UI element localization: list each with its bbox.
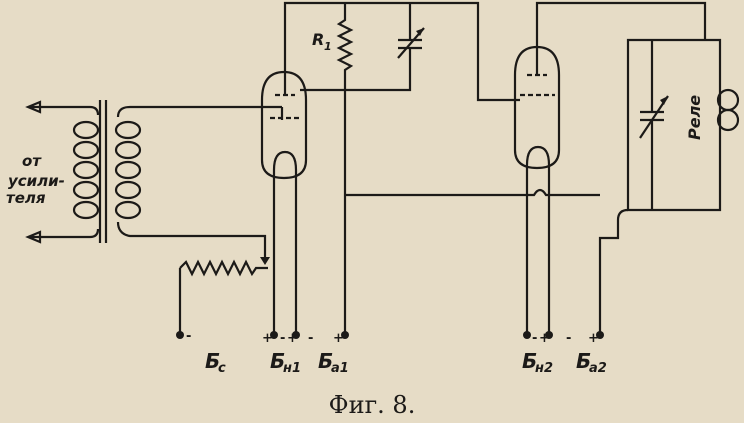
relay xyxy=(598,38,740,335)
terminal-label-ba1: Бa1 xyxy=(318,349,349,376)
vacuum-tube-1 xyxy=(260,1,520,335)
sign: - xyxy=(186,329,191,344)
resistor-r1 xyxy=(336,3,354,335)
terminal-label-bn2: Бн2 xyxy=(522,349,553,376)
figure-caption: Фиг. 8. xyxy=(329,391,416,419)
svg-text:Б: Б xyxy=(270,349,285,373)
variable-capacitor-1 xyxy=(345,3,425,92)
input-label-line3: теля xyxy=(6,189,46,207)
sign: + xyxy=(262,331,273,346)
sign: + xyxy=(287,331,298,346)
sign: - xyxy=(566,331,571,346)
sign: - xyxy=(532,331,537,346)
grid-potentiometer xyxy=(178,257,270,335)
vacuum-tube-2 xyxy=(513,1,707,335)
svg-text:a2: a2 xyxy=(589,361,607,376)
sign: + xyxy=(333,331,344,346)
svg-text:н1: н1 xyxy=(283,361,301,376)
terminal-label-bc: Бc xyxy=(205,349,226,376)
battery-terminals xyxy=(176,331,604,339)
sign: + xyxy=(588,331,599,346)
anode-bus-wire xyxy=(345,188,600,197)
svg-text:н2: н2 xyxy=(535,361,553,376)
terminal-label-ba2: Бa2 xyxy=(576,349,607,376)
input-transformer xyxy=(25,100,268,258)
svg-text:c: c xyxy=(218,361,226,376)
svg-text:Б: Б xyxy=(576,349,591,373)
sign: - xyxy=(308,331,313,346)
svg-text:a1: a1 xyxy=(331,361,349,376)
sign: + xyxy=(539,331,550,346)
r1-label: R xyxy=(312,30,324,49)
relay-label: Реле xyxy=(685,95,704,140)
svg-text:Б: Б xyxy=(205,349,220,373)
r1-subscript: 1 xyxy=(324,40,332,53)
input-label-line1: от xyxy=(22,152,42,170)
sign: - xyxy=(280,331,285,346)
svg-text:Б: Б xyxy=(522,349,537,373)
input-label-line2: усили- xyxy=(8,172,65,190)
terminal-label-bn1: Бн1 xyxy=(270,349,301,376)
svg-text:Б: Б xyxy=(318,349,333,373)
